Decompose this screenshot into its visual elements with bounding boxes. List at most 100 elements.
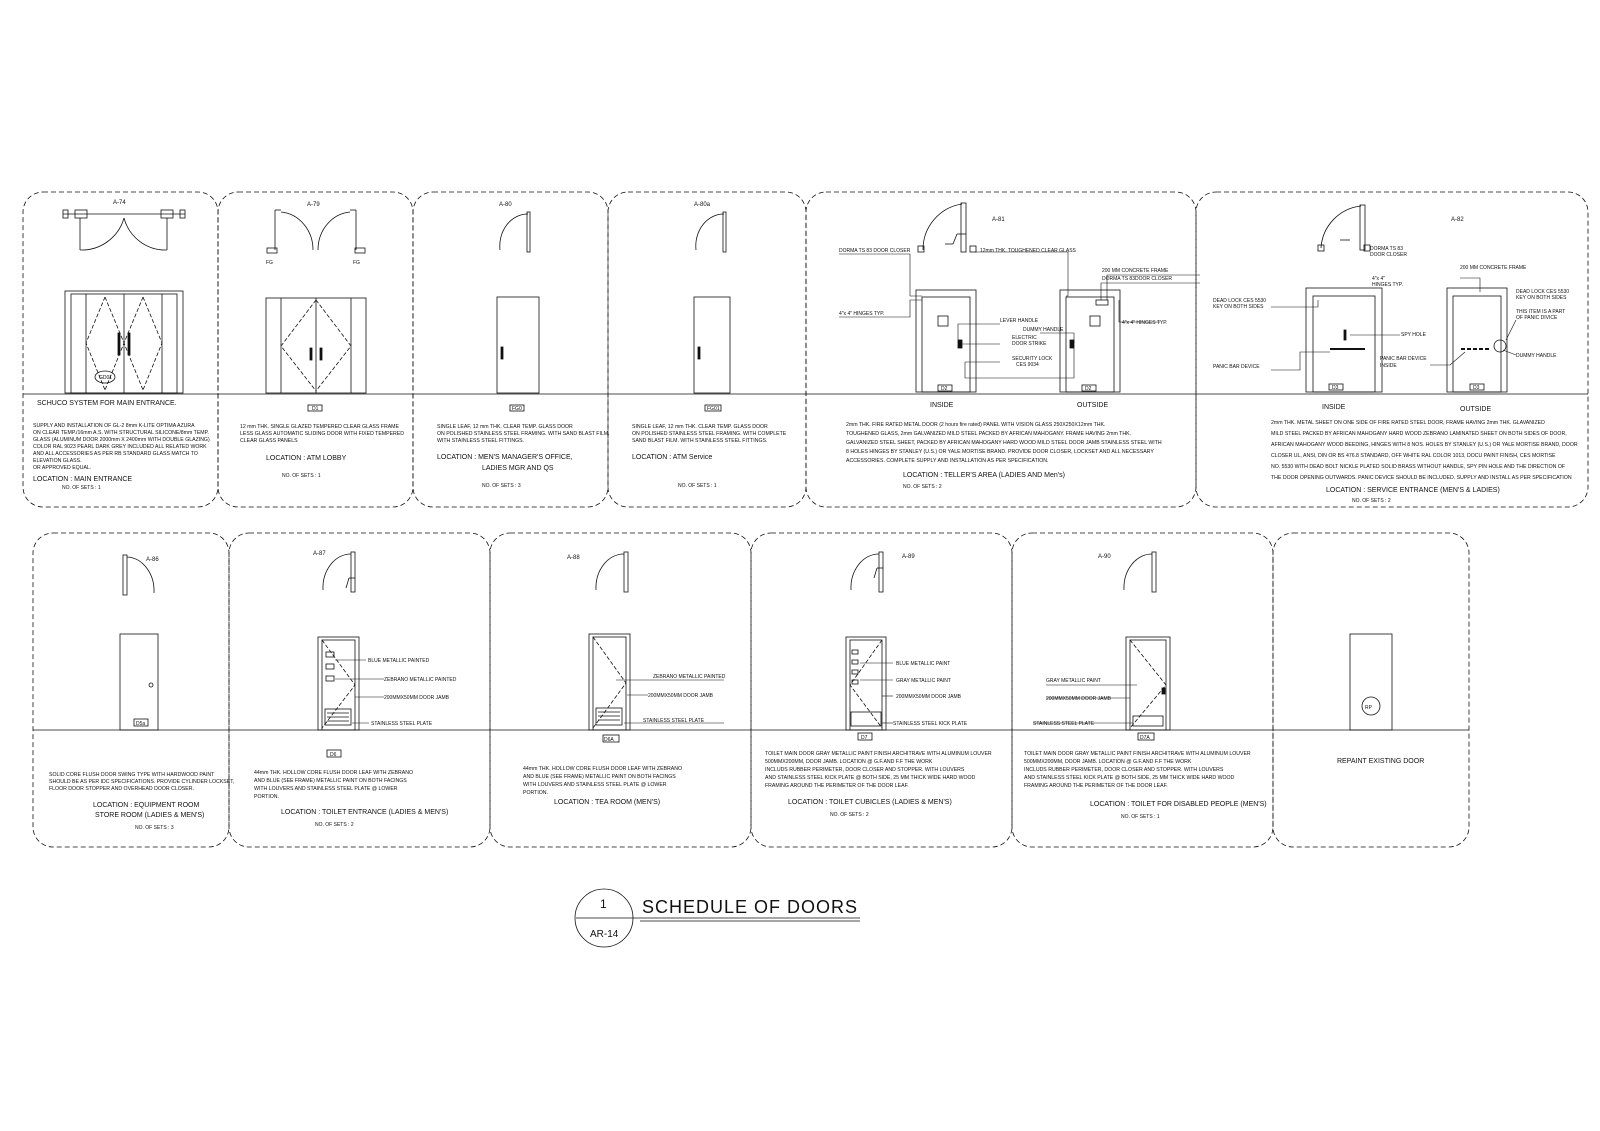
lbl-a81-hinges2: 4"x 4" HINGES TYP. <box>1122 320 1167 326</box>
door-a81-leaders <box>839 251 1200 379</box>
lbl-a81-strike1: ELECTRIC <box>1012 335 1037 341</box>
door-a90-leaders <box>1033 684 1137 724</box>
panel-a87[interactable] <box>228 532 491 848</box>
lbl-a81-lock2: CES 9034 <box>1016 362 1039 368</box>
tag-a90: A-90 <box>1098 554 1111 560</box>
door-a80a-leaf <box>693 296 731 394</box>
desc-a74-5: ELEVATION GLASS. <box>33 458 82 464</box>
mark-d2-out: D2 <box>1085 386 1092 392</box>
desc-a87-3: PORTION. <box>254 794 279 800</box>
desc-a89-0: TOILET MAIN DOOR GRAY METALLIC PAINT FIN… <box>765 751 992 757</box>
sets-a86: NO. OF SETS : 3 <box>135 825 174 831</box>
lbl-a82-dl-l1: DEAD LOCK CES 5530 <box>1213 298 1266 304</box>
door-a88-leaders <box>616 679 724 724</box>
desc-a80a-0: SINGLE LEAF, 12 mm THK. CLEAR TEMP. GLAS… <box>632 424 768 430</box>
door-a87-leaders <box>335 659 384 724</box>
lbl-a81-lever: LEVER HANDLE <box>1000 318 1039 324</box>
desc-a79-0: 12 mm THK. SINGLE GLAZED TEMPERED CLEAR … <box>240 424 399 430</box>
lbl-a88-b: 200MMX50MM DOOR JAMB <box>648 693 714 699</box>
lbl-a90-b: 200MMX50MM DOOR JAMB <box>1046 696 1112 702</box>
door-a89-elevation <box>845 636 887 731</box>
lbl-a87-d: STAINLESS STEEL PLATE <box>371 721 433 727</box>
lbl-a82-part2: OF PANIC DIVICE <box>1516 315 1558 321</box>
loc-a74: LOCATION : MAIN ENTRANCE <box>33 476 132 483</box>
door-mark-fg0-box <box>509 404 525 412</box>
panel-a89[interactable] <box>750 532 1013 848</box>
door-mark-d1-box <box>307 404 323 412</box>
loc-a86-1: STORE ROOM (LADIES & MEN'S) <box>95 812 204 819</box>
title-block <box>574 888 860 948</box>
panel-a80[interactable] <box>412 191 609 508</box>
door-a81-outside <box>1059 289 1121 393</box>
door-rp <box>1349 633 1393 731</box>
desc-a87-1: AND BLUE (SEE FRAME) METALLIC PAINT ON B… <box>254 778 407 784</box>
desc-a89-1: 500MMX200MM, DOOR JAMB. LOCATION @ G.F.A… <box>765 759 933 765</box>
sets-a80a: NO. OF SETS : 1 <box>678 483 717 489</box>
door-a89 <box>845 551 893 741</box>
loc-a80-1: LADIES MGR AND QS <box>482 465 554 472</box>
door-a82-plan <box>1317 204 1371 252</box>
label-a81-outside: OUTSIDE <box>1077 402 1108 409</box>
panel-a88[interactable] <box>489 532 752 848</box>
desc-a82-5: THE DOOR OPENING OUTWARDS. PANIC DEVICE … <box>1271 475 1572 481</box>
desc-a74-4: AND ALL ACCESSORIES AS PER RB STANDARD G… <box>33 451 198 457</box>
panel-a82[interactable] <box>1195 191 1589 508</box>
lbl-a87-a: BLUE METALLIC PAINTED <box>368 658 430 664</box>
panel-rp[interactable] <box>1272 532 1470 848</box>
label-a82-inside: INSIDE <box>1322 404 1346 411</box>
mark-d6: D6 <box>330 752 337 758</box>
mark-d1: D1 <box>312 406 319 412</box>
desc-a80a-1: ON POLISHED STAINLESS STEEL FRAMING. WIT… <box>632 431 787 437</box>
fg-left-a79: FG <box>266 260 273 266</box>
desc-a86-1: SHOULD BE AS PER IDC SPECIFICATIONS. PRO… <box>49 779 234 785</box>
door-a82 <box>1271 204 1517 393</box>
desc-a86-2: FLOOR DOOR STOPPER AND OVERHEAD DOOR CLO… <box>49 786 194 792</box>
lbl-a81-lock1: SECURITY LOCK <box>1012 356 1053 362</box>
door-mark-fg01-box <box>704 404 722 412</box>
mark-d5a: D5a <box>136 721 145 727</box>
desc-a90-3: AND STAINLESS STEEL KICK PLATE @ BOTH SI… <box>1024 775 1235 781</box>
lbl-a81-glass: 12mm THK. TOUGHENED CLEAR GLASS <box>980 248 1077 254</box>
desc-a80-2: WITH STAINLESS STEEL FITTINGS. <box>437 438 524 444</box>
desc-a82-1: MILD STEEL PACKED BY AFRICAN MAHOGANY HA… <box>1271 431 1567 437</box>
label-a81-inside: INSIDE <box>930 402 954 409</box>
sets-a82: NO. OF SETS : 2 <box>1352 498 1391 504</box>
panel-a90[interactable] <box>1011 532 1274 848</box>
door-a88-elevation <box>588 633 631 731</box>
lbl-a81-strike2: DOOR STRIKE <box>1012 341 1047 347</box>
lbl-a82-closer2: DOOR CLOSER <box>1370 252 1407 258</box>
desc-a90-4: FRAMING AROUND THE PERIMETER OF THE DOOR… <box>1024 783 1168 789</box>
callout-sheet-ref: AR-14 <box>590 929 619 940</box>
tag-a87: A-87 <box>313 551 326 557</box>
desc-a80-0: SINGLE LEAF, 12 mm THK. CLEAR TEMP. GLAS… <box>437 424 573 430</box>
door-a79-plan <box>266 209 366 254</box>
mark-d3-out: D3 <box>1473 385 1480 391</box>
desc-a88-3: PORTION. <box>523 790 548 796</box>
door-a79 <box>265 209 367 412</box>
lbl-a81-hinges: 4"x 4" HINGES TYP. <box>839 311 884 317</box>
loc-a79: LOCATION : ATM LOBBY <box>266 455 347 462</box>
panel-a86[interactable] <box>32 532 230 848</box>
callout-number: 1 <box>600 897 607 911</box>
sets-a87: NO. OF SETS : 2 <box>315 822 354 828</box>
sets-a74: NO. OF SETS : 1 <box>62 485 101 491</box>
door-a90-elevation <box>1125 636 1171 731</box>
mark-d2-in: D2 <box>941 386 948 392</box>
door-a82-leaders <box>1271 277 1517 371</box>
door-a79-elevation <box>265 297 367 394</box>
lbl-a89-b: GRAY METALLIC PAINT <box>896 678 951 684</box>
lbl-a82-frame: 200 MM CONCRETE FRAME <box>1460 265 1527 271</box>
tag-a88: A-88 <box>567 555 580 561</box>
lbl-a87-b: ZEBRANO METALLIC PAINTED <box>384 677 457 683</box>
door-mark-d7-box <box>857 732 873 741</box>
tag-a82: A-82 <box>1451 217 1464 223</box>
desc-a74-2: GLASS (ALUMINUM DOOR 2000mm X 2400mm WIT… <box>33 437 210 443</box>
desc-a82-2: AFRICAN MAHOGANY WOOD BEEDING, HINGES WI… <box>1271 442 1578 448</box>
lbl-a88-a: ZEBRANO METALLIC PAINTED <box>653 674 726 680</box>
sets-a90: NO. OF SETS : 1 <box>1121 814 1160 820</box>
mark-d7a: D7A <box>1140 735 1150 741</box>
door-a89-leaders <box>860 662 893 724</box>
lbl-a81-dummy: DUMMY HANDLE <box>1023 327 1064 333</box>
tag-a80: A-80 <box>499 202 512 208</box>
lbl-a89-d: STAINLESS STEEL KICK PLATE <box>893 721 968 727</box>
